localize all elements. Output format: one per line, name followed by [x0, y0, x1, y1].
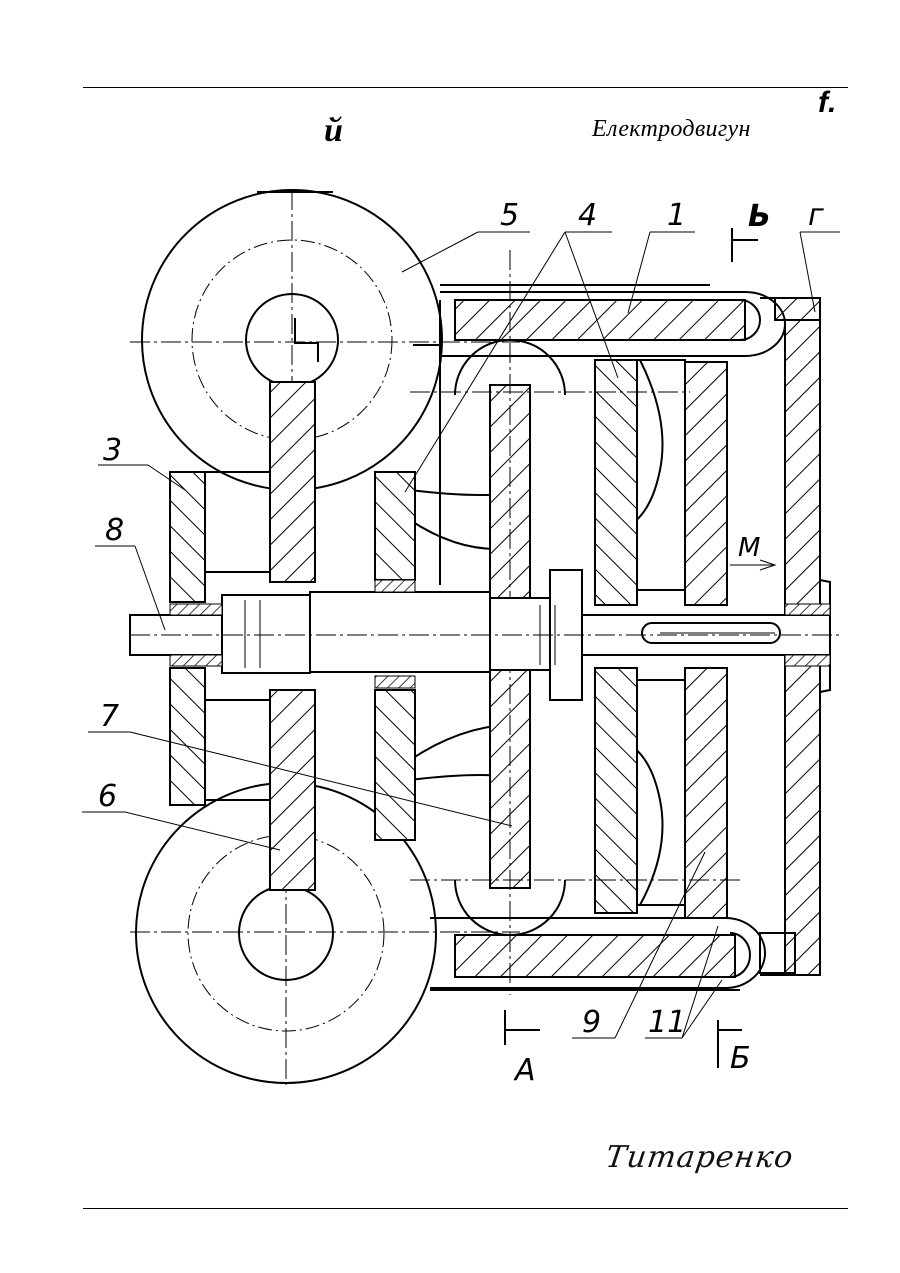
label-9: 9: [582, 1005, 601, 1040]
section-label-g: г: [808, 198, 824, 233]
label-6: 6: [98, 779, 117, 814]
label-1: 1: [667, 198, 686, 233]
label-4: 4: [578, 198, 597, 233]
central-shaft: [130, 570, 840, 700]
label-11: 11: [648, 1005, 686, 1040]
lower-eccentric-disc: [130, 780, 520, 1085]
label-3: 3: [103, 433, 122, 468]
label-5: 5: [500, 198, 519, 233]
section-label-a: А: [513, 1053, 536, 1088]
section-label-m: М: [738, 533, 760, 563]
label-8: 8: [105, 513, 124, 548]
section-label-b-bottom: Б: [730, 1041, 751, 1076]
upper-eccentric-disc: [130, 190, 520, 500]
section-label-b-top: Ь: [748, 199, 771, 234]
label-7: 7: [100, 699, 119, 734]
upper-connecting-bar: [440, 292, 785, 356]
signature: Титаренко: [604, 1140, 796, 1175]
